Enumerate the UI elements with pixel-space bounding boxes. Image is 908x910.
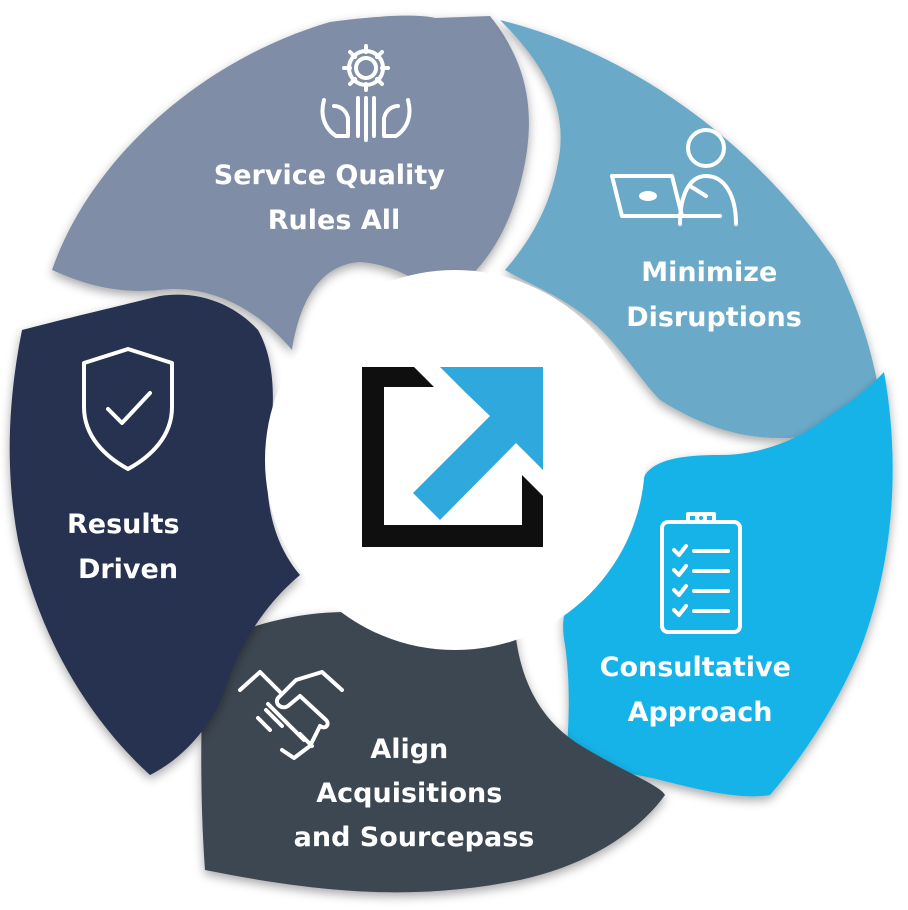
label-service-quality-line1: Service Quality <box>214 160 445 191</box>
label-minimize-line1: Minimize <box>641 257 777 288</box>
label-minimize-disruptions: Minimize Disruptions <box>626 257 802 333</box>
label-minimize-line2: Disruptions <box>626 302 802 333</box>
label-service-quality-line2: Rules All <box>268 205 400 236</box>
sourcepass-logo-icon <box>362 367 543 547</box>
label-results-line2: Driven <box>78 554 178 585</box>
segment-results-driven <box>9 294 300 775</box>
gear-hands-icon <box>320 44 412 142</box>
segment-align-acquisitions <box>201 612 665 893</box>
label-align-line2: Acquisitions <box>316 778 502 809</box>
clipboard-checklist-icon <box>660 512 742 634</box>
label-consultative-line1: Consultative <box>600 652 791 683</box>
person-laptop-icon <box>610 128 738 226</box>
label-consultative-line2: Approach <box>628 697 773 728</box>
segment-consultative-approach <box>563 372 893 797</box>
handshake-icon <box>238 670 344 760</box>
shield-check-icon <box>82 347 174 471</box>
label-align-line1: Align <box>370 734 448 765</box>
label-service-quality: Service Quality Rules All <box>214 160 454 236</box>
label-results-driven: Results Driven <box>67 509 189 585</box>
label-align-line3: and Sourcepass <box>294 822 535 853</box>
segment-minimize-disruptions <box>500 20 880 439</box>
label-align-acquisitions: Align Acquisitions and Sourcepass <box>294 734 535 853</box>
label-consultative-approach: Consultative Approach <box>600 652 801 728</box>
label-results-line1: Results <box>67 509 180 540</box>
